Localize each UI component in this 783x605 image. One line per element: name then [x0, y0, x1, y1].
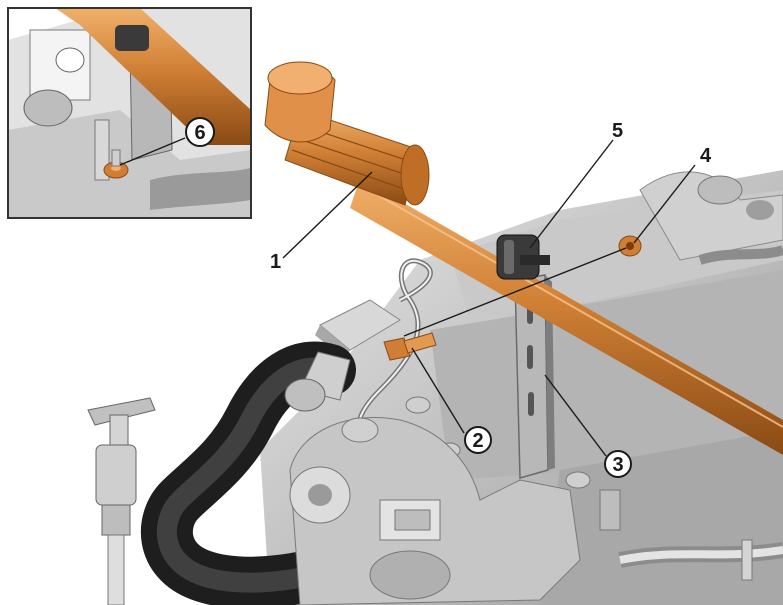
leader-1	[282, 171, 373, 259]
coolant-hose	[141, 341, 356, 605]
leader-lines	[282, 139, 696, 457]
leader-4-axis	[403, 247, 627, 337]
callout-5: 5	[612, 120, 623, 142]
leader-4	[633, 164, 696, 244]
callout-label-3: 3	[612, 454, 623, 476]
callout-4: 4	[700, 145, 712, 167]
callout-6: 6	[185, 117, 215, 147]
leader-3	[544, 374, 607, 457]
callout-label-5: 5	[612, 120, 623, 142]
leader-2	[411, 347, 465, 434]
leader-6	[119, 137, 186, 166]
callout-label-6: 6	[194, 122, 205, 144]
nut-part-6	[103, 149, 129, 179]
callout-label-4: 4	[700, 145, 712, 167]
oil-filler-tube-part-1	[264, 61, 783, 455]
callout-1: 1	[270, 251, 281, 273]
callout-label-1: 1	[270, 251, 281, 273]
dipstick-handle	[87, 397, 156, 605]
detail-inset	[7, 7, 252, 219]
callout-2: 2	[464, 426, 492, 454]
callout-3: 3	[604, 450, 632, 478]
clamp-part-5	[496, 234, 550, 280]
callout-label-2: 2	[472, 430, 483, 452]
leader-5	[529, 139, 614, 249]
pump-housing	[289, 416, 581, 605]
